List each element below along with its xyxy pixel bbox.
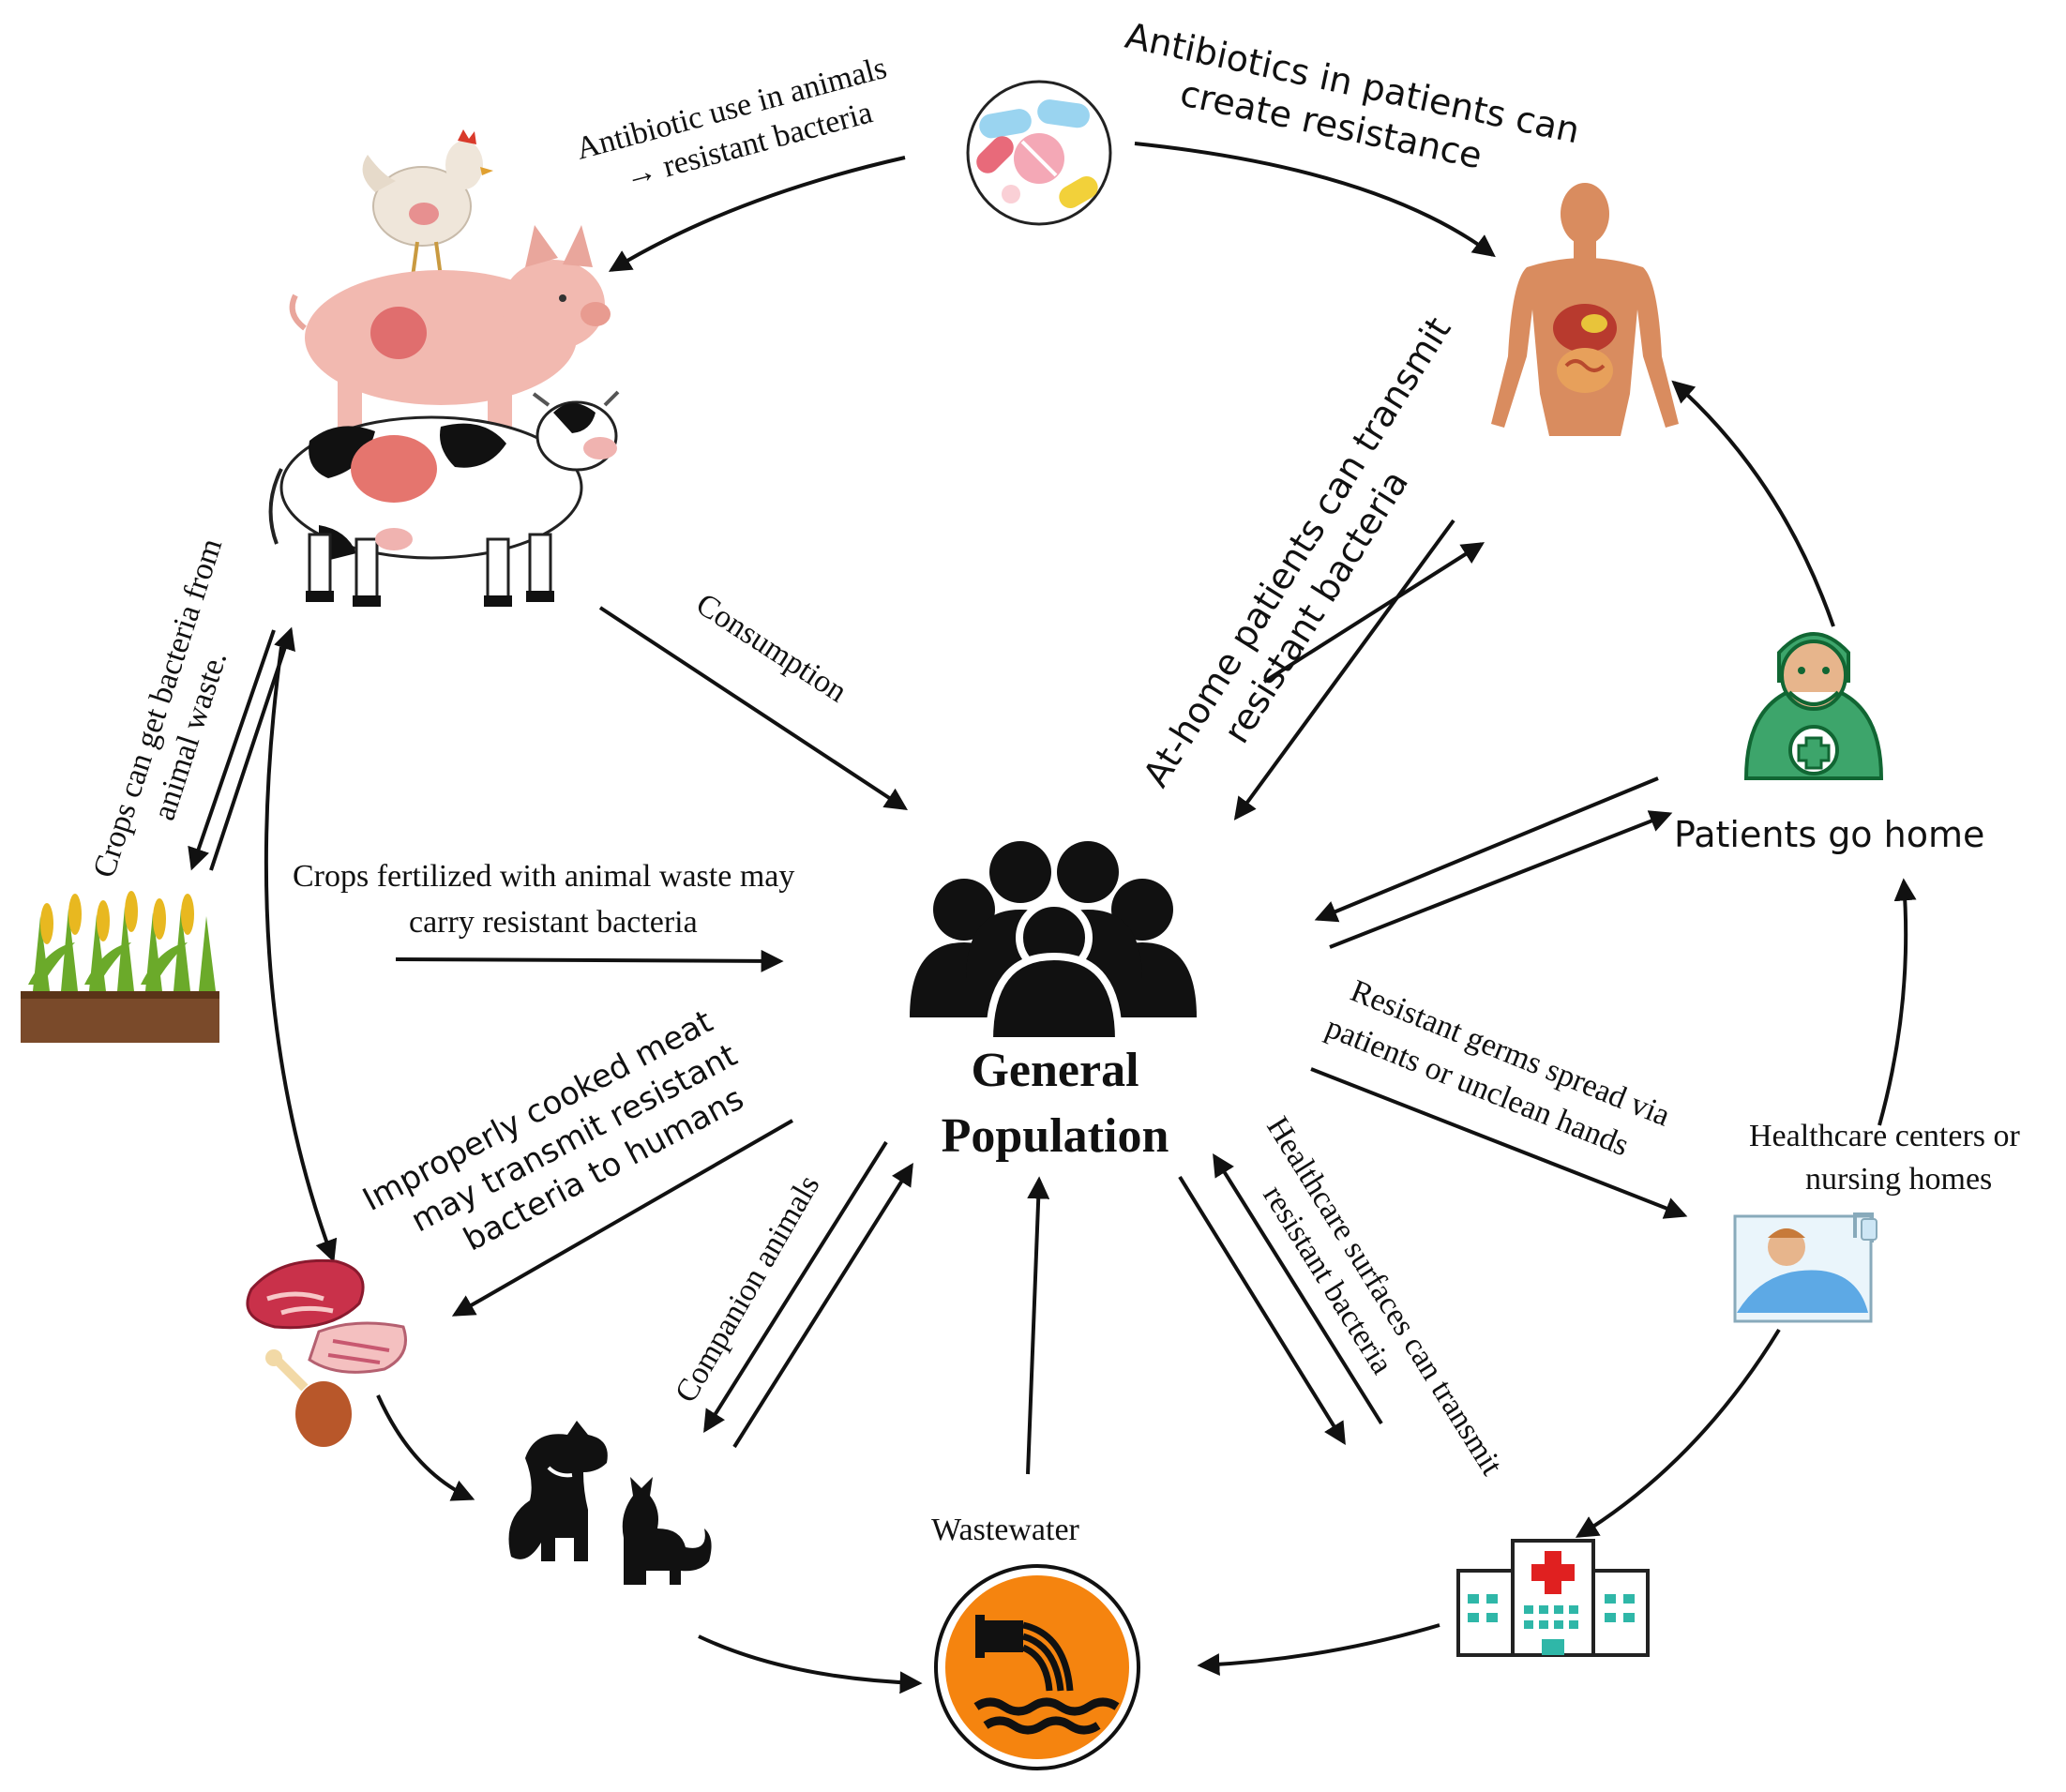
patient-bed-icon: [1733, 1212, 1877, 1323]
dog-cat-icon: [508, 1421, 712, 1585]
arrow-population-to-meat: [451, 1119, 793, 1317]
arrow-livestock-to-crops: [188, 629, 276, 871]
label-consumption: Consumption: [690, 587, 853, 710]
label-crops-get-bacteria: Crops can get bacteria from animal waste…: [86, 527, 268, 895]
label-antibiotics-patients: Antibiotics in patients can create resis…: [1112, 15, 1594, 198]
hospital-building-icon: [1456, 1539, 1650, 1657]
livestock-icon: [268, 129, 620, 607]
center-title-line2: Population: [942, 1109, 1169, 1163]
arrow-pills-to-human-body: [1134, 142, 1496, 258]
label-wastewater: Wastewater: [931, 1513, 1079, 1547]
corn-crop-icon: [21, 891, 219, 1043]
arrow-patient-bed-to-hospital: [1575, 1328, 1781, 1538]
arrow-patients-home-to-population: [1314, 776, 1659, 923]
center-title-line1: General: [971, 1044, 1139, 1097]
arrow-athome-to-population: [1233, 519, 1455, 821]
people-group-icon: [910, 841, 1197, 1045]
cow-icon: [268, 390, 620, 607]
arrows: [188, 142, 1917, 1694]
arrow-population-to-patients-home: [1329, 810, 1673, 949]
node-labels: General Population Patients go home Heal…: [931, 814, 2028, 1547]
label-companion-animals: Companion animals: [669, 1169, 827, 1408]
arrow-population-to-athome: [1262, 542, 1485, 684]
arrow-crops-to-population: [395, 949, 784, 972]
meat-icon: [246, 1258, 407, 1447]
arrow-hospital-to-wastewater: [1197, 1623, 1440, 1677]
arrow-meat-to-pets: [376, 1394, 475, 1501]
arrow-pills-to-livestock: [608, 156, 906, 272]
arrow-healthcare-to-patients-home: [1877, 878, 1917, 1126]
arrow-healthcare-surfaces-to-population: [1213, 1152, 1383, 1425]
arrow-doctor-to-body: [1671, 380, 1835, 627]
arrow-population-to-pets: [703, 1140, 888, 1434]
label-healthcare-surfaces: Healthcare surfaces can transmit resista…: [1227, 1111, 1514, 1510]
label-healthcare-centers: Healthcare centers or nursing homes: [1749, 1119, 2028, 1197]
arrow-livestock-to-population: [598, 606, 909, 810]
arrow-livestock-to-meat: [264, 646, 338, 1263]
pig-icon: [289, 225, 611, 436]
arrow-wastewater-to-population: [1026, 1176, 1050, 1475]
arrow-population-to-patient-bed: [1310, 1067, 1688, 1219]
arrow-pets-to-population: [732, 1162, 913, 1449]
chicken-icon: [362, 129, 493, 278]
pills-icon: [966, 80, 1112, 226]
label-patients-go-home: Patients go home: [1674, 814, 1984, 855]
label-athome-patients: At-home patients can transmit resistant …: [1135, 300, 1503, 818]
human-body-organs-icon: [1491, 183, 1679, 436]
wastewater-pipe-icon: [934, 1564, 1140, 1770]
label-antibiotic-animals: Antibiotic use in animals → resistant ba…: [572, 49, 908, 205]
label-improperly-cooked-meat: Improperly cooked meat may transmit resi…: [356, 995, 771, 1291]
arrow-pets-to-wastewater: [698, 1634, 923, 1694]
doctor-icon: [1743, 632, 1884, 780]
label-crops-fertilized: Crops fertilized with animal waste may c…: [293, 859, 803, 940]
arrow-population-to-healthcare-surfaces: [1178, 1175, 1346, 1446]
digestive-organs: [1553, 304, 1617, 393]
